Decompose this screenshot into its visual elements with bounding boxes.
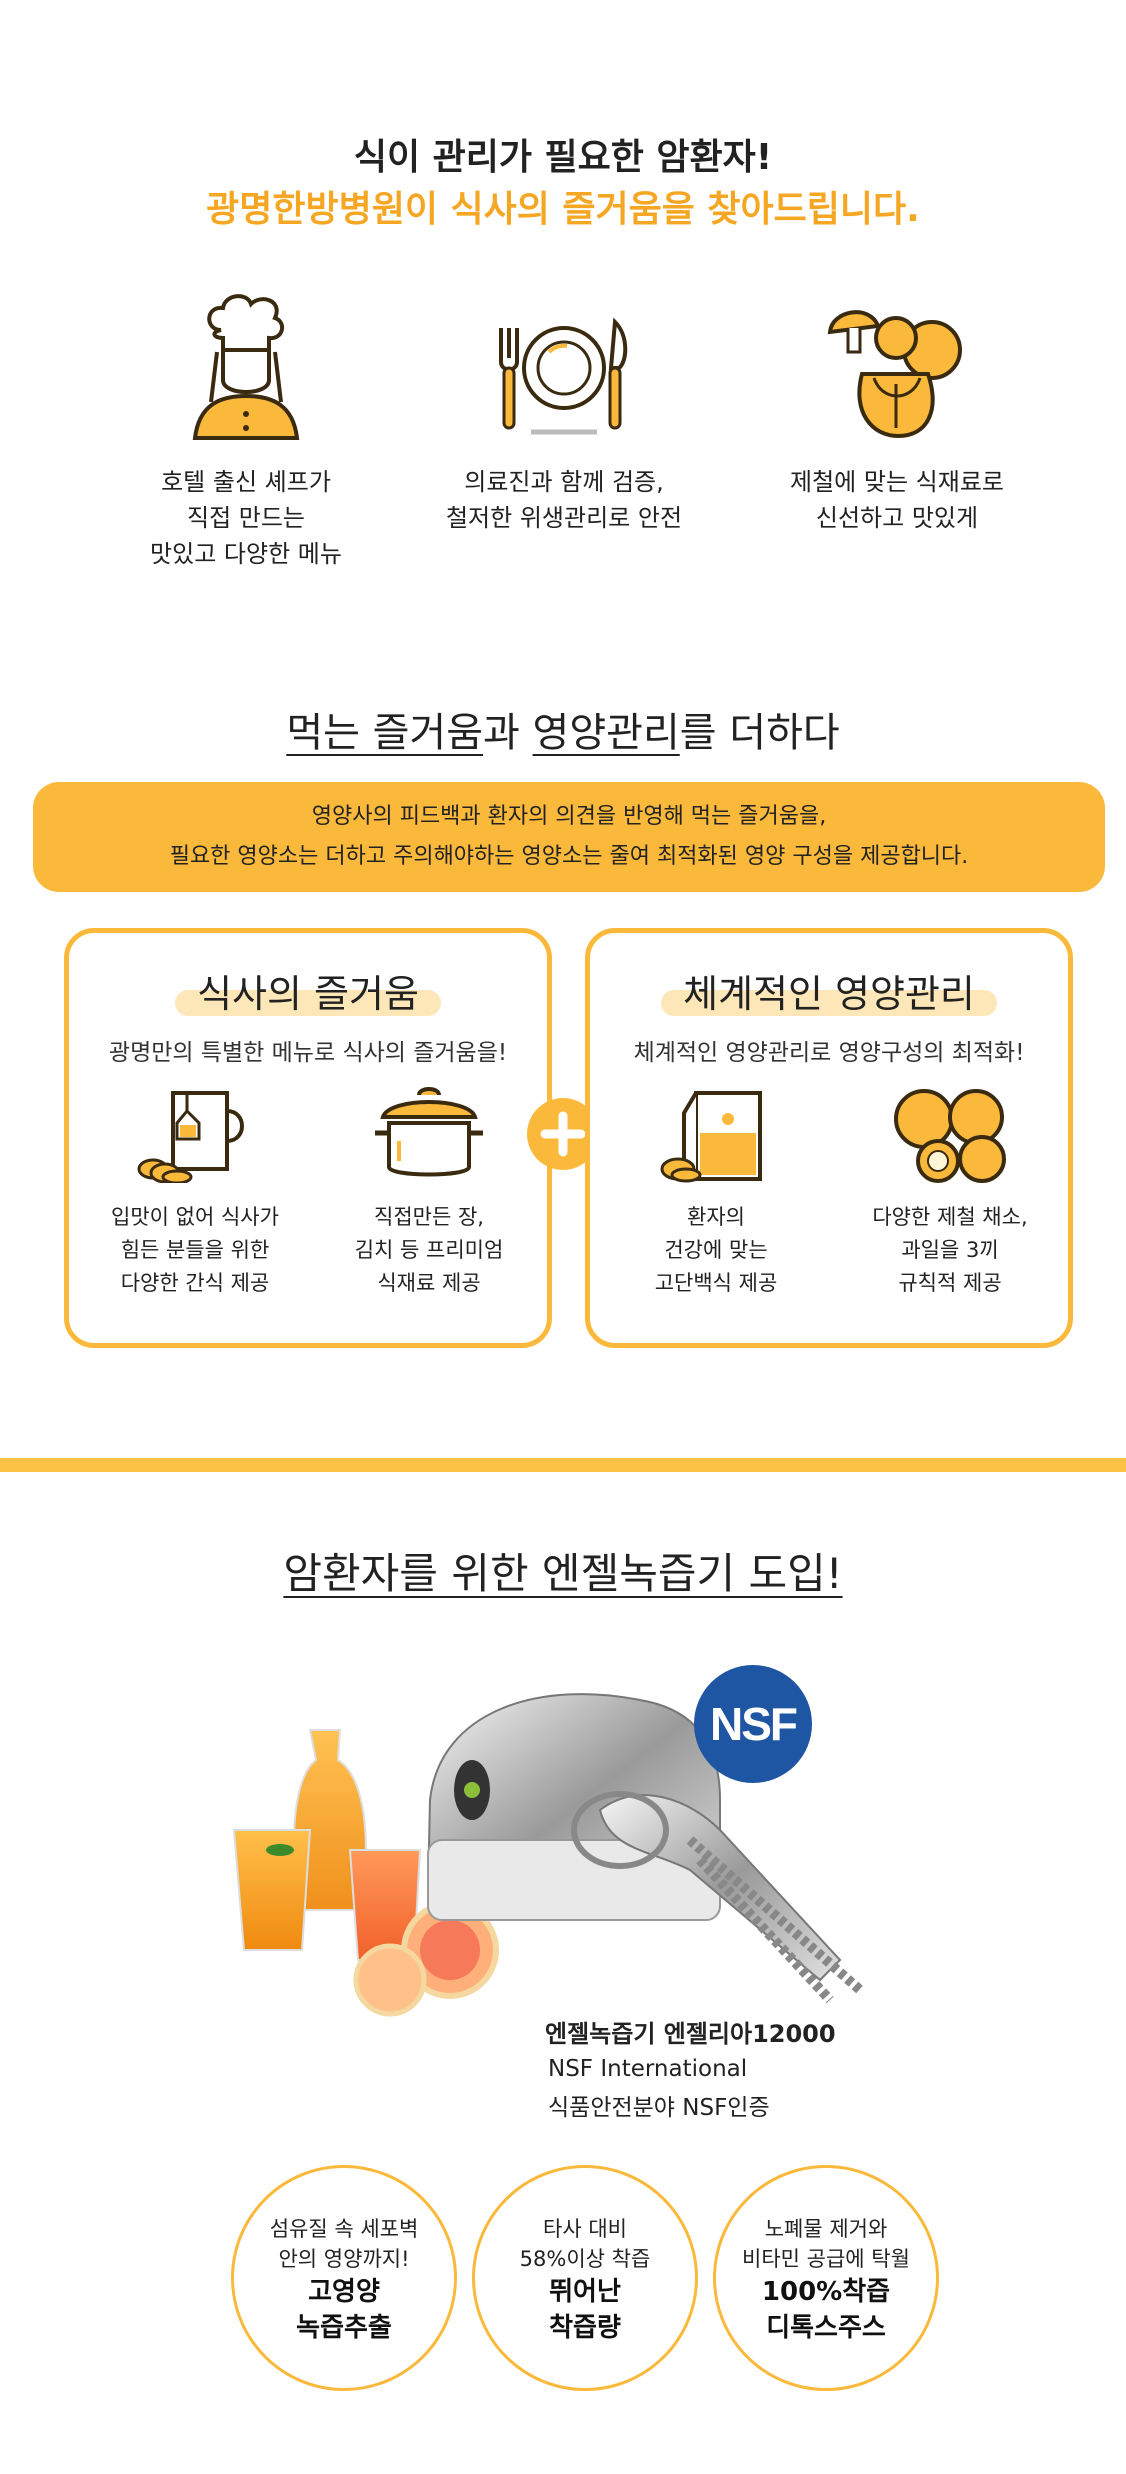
milk-carton-icon <box>660 1091 762 1183</box>
card-meal-enjoyment: 식사의 즐거움 광명만의 특별한 메뉴로 식사의 즐거움을! 입맛이 없어 식사… <box>64 928 552 1348</box>
benefit-bold2: 착즙량 <box>549 2313 621 2343</box>
benefit-line2: 안의 영양까지! <box>278 2247 410 2271</box>
juicer-title: 암환자를 위한 엔젤녹즙기 도입! <box>0 1540 1126 1601</box>
banner-line1: 영양사의 피드백과 환자의 의견을 반영해 먹는 즐거움을, <box>311 804 827 829</box>
benefit-line2: 58%이상 착즙 <box>519 2247 651 2271</box>
juicer-title-text: 암환자를 위한 엔젤녹즙기 도입! <box>283 1549 843 1598</box>
feature-safety: 의료진과 함께 검증, 철저한 위생관리로 안전 <box>394 292 734 536</box>
title-part-and: 과 <box>483 710 533 756</box>
card-title: 식사의 즐거움 <box>69 963 547 1018</box>
benefit-juice-yield: 타사 대비 58%이상 착즙 뛰어난 착즙량 <box>472 2165 698 2391</box>
card-item: 다양한 제철 채소, 과일을 3끼 규칙적 제공 <box>840 1083 1060 1300</box>
feature-caption: 의료진과 함께 검증, 철저한 위생관리로 안전 <box>445 468 683 532</box>
nutrition-title: 먹는 즐거움과 영양관리를 더하다 <box>0 700 1126 758</box>
benefit-line1: 타사 대비 <box>543 2217 627 2241</box>
fruits-icon <box>894 1089 1006 1183</box>
feature-ingredients: 제철에 맞는 식재료로 신선하고 맛있게 <box>727 292 1067 536</box>
card-item-caption: 환자의 건강에 맞는 고단백식 제공 <box>654 1205 778 1295</box>
banner-line2: 필요한 영양소는 더하고 주의해야하는 영양소는 줄여 최적화된 영양 구성을 … <box>169 844 969 869</box>
benefit-line1: 섬유질 속 세포벽 <box>269 2217 419 2241</box>
benefit-bold1: 고영양 <box>308 2277 380 2307</box>
card-item-caption: 직접만든 장, 김치 등 프리미엄 식재료 제공 <box>354 1205 504 1295</box>
benefit-high-nutrition: 섬유질 속 세포벽 안의 영양까지! 고영양 녹즙추출 <box>231 2165 457 2391</box>
title-part-add: 를 더하다 <box>679 710 840 756</box>
fork-plate-knife-icon <box>499 317 628 435</box>
pot-icon <box>375 1087 483 1177</box>
card-item-caption: 다양한 제철 채소, 과일을 3끼 규칙적 제공 <box>872 1205 1028 1295</box>
feature-caption: 호텔 출신 셰프가 직접 만드는 맛있고 다양한 메뉴 <box>150 468 342 568</box>
section-divider <box>0 1458 1126 1472</box>
nsf-badge: NSF <box>694 1665 812 1783</box>
tea-snack-icon <box>137 1091 244 1183</box>
product-certifier: NSF International <box>548 2056 748 2082</box>
card-systematic-nutrition: 체계적인 영양관리 체계적인 영양관리로 영양구성의 최적화! 환자의 건강에 … <box>585 928 1073 1348</box>
card-title: 체계적인 영양관리 <box>590 963 1068 1018</box>
card-item: 환자의 건강에 맞는 고단백식 제공 <box>606 1083 826 1300</box>
benefit-bold2: 디톡스주스 <box>766 2313 886 2343</box>
card-item: 입맛이 없어 식사가 힘든 분들을 위한 다양한 간식 제공 <box>85 1083 305 1300</box>
card-item-caption: 입맛이 없어 식사가 힘든 분들을 위한 다양한 간식 제공 <box>111 1205 279 1295</box>
nutrition-banner: 영양사의 피드백과 환자의 의견을 반영해 먹는 즐거움을, 필요한 영양소는 … <box>33 782 1105 892</box>
feature-caption: 제철에 맞는 식재료로 신선하고 맛있게 <box>790 468 1004 532</box>
fresh-ingredients-icon <box>827 310 962 439</box>
juicer-product-image <box>232 1693 864 2017</box>
feature-chef: 호텔 출신 셰프가 직접 만드는 맛있고 다양한 메뉴 <box>76 292 416 572</box>
benefit-bold2: 녹즙추출 <box>296 2313 392 2343</box>
benefit-bold1: 뛰어난 <box>549 2277 621 2307</box>
card-subtitle: 광명만의 특별한 메뉴로 식사의 즐거움을! <box>108 1040 508 1066</box>
intro-title-line1: 식이 관리가 필요한 암환자! <box>353 137 773 178</box>
benefit-bold1: 100%착즙 <box>761 2277 891 2307</box>
title-part-enjoyment: 먹는 즐거움 <box>286 710 484 756</box>
card-item: 직접만든 장, 김치 등 프리미엄 식재료 제공 <box>319 1083 539 1300</box>
title-part-nutrition: 영양관리 <box>532 710 680 756</box>
chef-icon <box>192 294 300 440</box>
benefit-detox: 노폐물 제거와 비타민 공급에 탁월 100%착즙 디톡스주스 <box>713 2165 939 2391</box>
card-title-text: 식사의 즐거움 <box>175 963 441 1018</box>
card-title-text: 체계적인 영양관리 <box>661 963 997 1018</box>
product-certification: 식품안전분야 NSF인증 <box>548 2095 770 2121</box>
benefit-line2: 비타민 공급에 탁월 <box>742 2247 910 2271</box>
card-subtitle: 체계적인 영양관리로 영양구성의 최적화! <box>633 1040 1025 1066</box>
intro-title-line2: 광명한방병원이 식사의 즐거움을 찾아드립니다. <box>206 189 920 230</box>
benefit-line1: 노폐물 제거와 <box>764 2217 888 2241</box>
product-name: 엔젤녹즙기 엔젤리아12000 <box>545 2020 836 2048</box>
